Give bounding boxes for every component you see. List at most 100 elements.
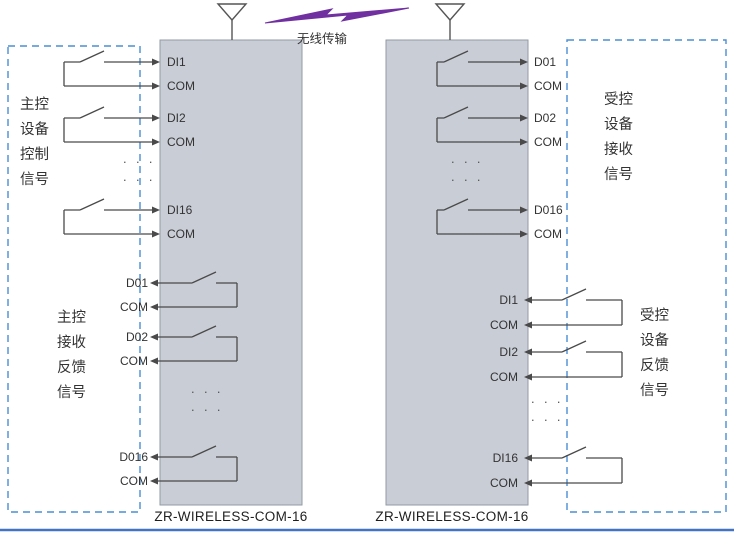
ellipsis: · · · [531, 394, 564, 409]
label-line: 反馈 [57, 359, 86, 376]
label-line: 控制 [20, 146, 49, 163]
arrowhead-icon [524, 348, 532, 356]
arrowhead-icon [524, 321, 532, 329]
right-output-pair-1 [436, 50, 528, 90]
arrowhead-icon [150, 303, 158, 311]
arrowhead-icon [152, 114, 160, 122]
terminal-label: COM [490, 318, 518, 332]
terminal-label: COM [167, 135, 195, 149]
label-line: 设备 [604, 116, 633, 133]
label-line: 信号 [604, 166, 633, 183]
terminal-label: D01 [534, 55, 556, 69]
arrowhead-icon [520, 138, 528, 146]
ellipsis: · · · [191, 402, 224, 417]
contact-wires [63, 106, 152, 143]
arrowhead-icon [150, 279, 158, 287]
left-dashed-panel [7, 45, 141, 513]
left-panel-top-label: 主控 设备 控制 信号 [20, 96, 49, 188]
label-line: 受控 [640, 307, 669, 324]
arrowhead-icon [524, 454, 532, 462]
terminal-label: D01 [126, 276, 148, 290]
lightning-icon [264, 7, 410, 24]
terminal-label: DI2 [167, 111, 186, 125]
terminal-label: COM [534, 79, 562, 93]
right-module-name: ZR-WIRELESS-COM-16 [375, 509, 528, 524]
contact-wires [158, 445, 238, 482]
contact-wires [63, 50, 152, 87]
left-module-body [159, 39, 303, 506]
wireless-label: 无线传输 [297, 31, 348, 46]
arrowhead-icon [524, 296, 532, 304]
terminal-label: D016 [119, 450, 148, 464]
arrowhead-icon [520, 114, 528, 122]
terminal-label: DI2 [499, 345, 518, 359]
arrowhead-icon [520, 230, 528, 238]
arrowhead-icon [150, 453, 158, 461]
arrowhead-icon [152, 206, 160, 214]
right-output-pair-2 [436, 106, 528, 146]
label-line: 信号 [20, 171, 49, 188]
arrowhead-icon [152, 230, 160, 238]
label-line: 主控 [57, 309, 86, 326]
right-panel-bottom-label: 受控 设备 反馈 信号 [640, 307, 669, 399]
ellipsis: · · · [531, 412, 564, 427]
ellipsis: · · · [123, 154, 156, 169]
arrowhead-icon [524, 479, 532, 487]
terminal-label: D016 [534, 203, 563, 217]
label-line: 接收 [604, 141, 633, 158]
antenna-funnel [216, 3, 248, 22]
left-input-pair-1 [63, 50, 160, 90]
right-input-pair-1 [524, 288, 623, 329]
contact-wires [63, 198, 152, 235]
ellipsis: · · · [451, 172, 484, 187]
left-output-pair-2 [150, 325, 238, 365]
arrowhead-icon [152, 58, 160, 66]
contact-wires [532, 340, 623, 378]
label-line: 设备 [20, 121, 49, 138]
left-output-pair-1 [150, 271, 238, 311]
contact-wires [158, 325, 238, 362]
contact-wires [436, 106, 520, 143]
terminal-label: D02 [534, 111, 556, 125]
label-line: 信号 [57, 384, 86, 401]
contact-wires [532, 446, 623, 484]
label-line: 接收 [57, 334, 86, 351]
left-output-pair-3 [150, 445, 238, 485]
terminal-label: COM [534, 227, 562, 241]
right-dashed-panel [566, 39, 727, 513]
label-line: 受控 [604, 91, 633, 108]
terminal-label: COM [490, 476, 518, 490]
terminal-label: COM [534, 135, 562, 149]
arrowhead-icon [152, 138, 160, 146]
left-module-name: ZR-WIRELESS-COM-16 [154, 509, 307, 524]
antenna-funnel [434, 3, 466, 22]
terminal-label: COM [120, 474, 148, 488]
terminal-label: DI16 [493, 451, 519, 465]
label-line: 主控 [20, 96, 49, 113]
terminal-label: COM [490, 370, 518, 384]
arrowhead-icon [520, 82, 528, 90]
left-input-pair-2 [63, 106, 160, 146]
ellipsis: · · · [191, 384, 224, 399]
ellipsis: · · · [451, 154, 484, 169]
terminal-label: DI1 [167, 55, 186, 69]
contact-wires [158, 271, 238, 308]
right-panel-top-label: 受控 设备 接收 信号 [604, 91, 633, 183]
left-input-pair-3 [63, 198, 160, 238]
right-antenna-icon [434, 3, 466, 40]
left-antenna-icon [216, 3, 248, 40]
right-module-body [385, 39, 529, 506]
arrowhead-icon [520, 206, 528, 214]
right-input-pair-2 [524, 340, 623, 381]
label-line: 信号 [640, 382, 669, 399]
terminal-label: COM [120, 354, 148, 368]
label-line: 反馈 [640, 357, 669, 374]
terminal-label: COM [120, 300, 148, 314]
right-output-pair-3 [436, 198, 528, 238]
contact-wires [436, 50, 520, 87]
contact-wires [436, 198, 520, 235]
arrowhead-icon [152, 82, 160, 90]
left-panel-bottom-label: 主控 接收 反馈 信号 [57, 309, 86, 401]
